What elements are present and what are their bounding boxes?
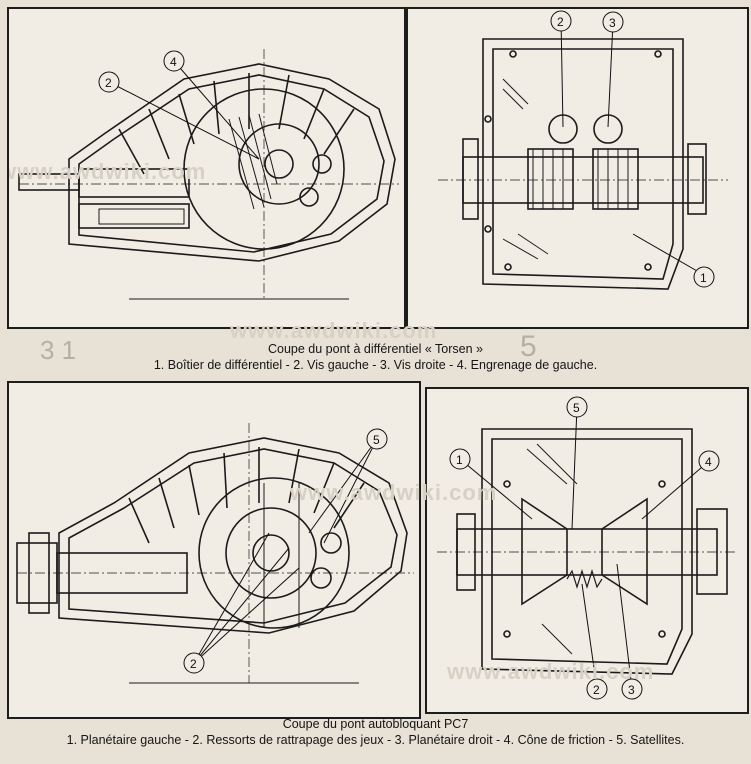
bottom-figure-caption: Coupe du pont autobloquant PC7 1. Planét…	[0, 716, 751, 748]
callout-3-label: 3	[628, 683, 635, 697]
pc7-side-svg: 5 2	[16, 423, 414, 684]
torsen-side-section-drawing: 4 2 www.awdwiki.com	[7, 7, 406, 329]
watermark: www.awdwiki.com	[7, 159, 207, 184]
pc7-plan-section-drawing: 5 1 4 2 3 www.awdwiki.com	[425, 387, 749, 714]
callout-4-label: 4	[170, 55, 177, 69]
bottom-caption-legend: 1. Planétaire gauche - 2. Ressorts de ra…	[66, 733, 685, 747]
callout-1-label: 1	[456, 453, 463, 467]
callout-2-label: 2	[105, 76, 112, 90]
callout-4: 4	[163, 50, 260, 160]
callout-2-label: 2	[557, 15, 564, 29]
top-figure-caption: Coupe du pont à différentiel « Torsen » …	[0, 341, 751, 373]
callout-3: 3	[616, 563, 643, 700]
callout-2-label: 2	[593, 683, 600, 697]
torsen-side-svg: 4 2	[18, 49, 399, 300]
top-caption-legend: 1. Boîtier de différentiel - 2. Vis gauc…	[153, 358, 598, 372]
top-caption-title: Coupe du pont à différentiel « Torsen »	[268, 342, 483, 356]
callout-3: 3	[602, 11, 624, 128]
callout-5-label: 5	[573, 401, 580, 415]
callout-4-label: 4	[705, 455, 712, 469]
callout-5-label: 5	[373, 433, 380, 447]
callout-3-label: 3	[609, 16, 616, 30]
callout-1: 1	[449, 448, 533, 520]
pc7-plan-svg: 5 1 4 2 3	[437, 396, 737, 700]
callout-4: 4	[641, 450, 720, 520]
watermark: www.awdwiki.com	[447, 659, 655, 684]
callout-5: 5	[566, 396, 588, 530]
watermark: www.awdwiki.com	[290, 480, 498, 505]
watermark: www.awdwiki.com	[230, 318, 438, 343]
torsen-plan-svg: 2 3 1	[438, 10, 728, 290]
torsen-plan-section-drawing: 2 3 1	[406, 7, 749, 329]
callout-1: 1	[632, 233, 715, 288]
callout-2: 2	[550, 10, 572, 128]
callout-2: 2	[183, 532, 300, 674]
callout-5: 5	[308, 428, 388, 544]
callout-1-label: 1	[700, 271, 707, 285]
callout-2: 2	[581, 583, 608, 700]
callout-2-label: 2	[190, 657, 197, 671]
pc7-side-section-drawing: 5 2	[7, 381, 421, 719]
callout-2: 2	[98, 71, 260, 160]
bottom-caption-title: Coupe du pont autobloquant PC7	[282, 717, 469, 731]
